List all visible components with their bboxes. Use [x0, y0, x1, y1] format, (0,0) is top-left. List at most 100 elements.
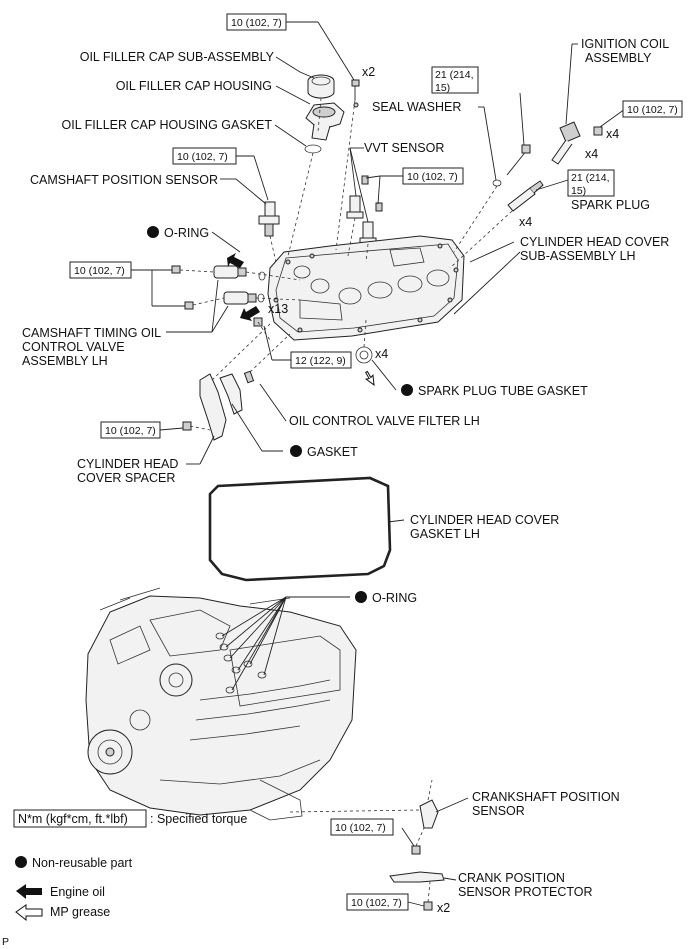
oil-filler-cap-drawing: [307, 74, 335, 99]
label-oil-filler-cap-housing: OIL FILLER CAP HOUSING: [116, 79, 272, 93]
non-reusable-dot-icon: [355, 591, 367, 603]
label-o-ring-lower: O-RING: [355, 591, 417, 605]
engine-block-drawing: [85, 587, 357, 821]
vvt-sensor-drawing: [346, 175, 383, 245]
svg-text:10 (102, 7): 10 (102, 7): [74, 265, 125, 277]
cylinder-head-cover-drawing: [267, 235, 465, 341]
label-oil-filler-cap-sub-assembly: OIL FILLER CAP SUB-ASSEMBLY: [80, 50, 275, 64]
torque-spec-oil-control-valve: 10 (102, 7): [69, 261, 132, 279]
torque-spec-camshaft-position-sensor: 10 (102, 7): [172, 147, 237, 165]
label-o-ring-upper: O-RING: [147, 226, 209, 240]
label-oil-control-valve-filter: OIL CONTROL VALVE FILTER LH: [289, 414, 480, 428]
torque-spec-ignition-coil: 10 (102, 7): [622, 100, 683, 118]
svg-text:IGNITION COIL: IGNITION COIL: [581, 37, 669, 51]
torque-spec-seal-washer-bolt: 21 (214, 15): [431, 66, 479, 94]
label-spark-plug-tube-gasket: SPARK PLUG TUBE GASKET: [401, 384, 588, 398]
label-spark-plug: SPARK PLUG: [571, 198, 650, 212]
svg-text:10 (102, 7): 10 (102, 7): [177, 151, 228, 163]
svg-text:ASSEMBLY: ASSEMBLY: [585, 51, 652, 65]
label-camshaft-position-sensor: CAMSHAFT POSITION SENSOR: [30, 173, 218, 187]
svg-text:N*m (kgf*cm, ft.*lbf): N*m (kgf*cm, ft.*lbf): [18, 812, 128, 826]
leader-lines: [131, 21, 626, 907]
spark-plug-drawing: [507, 180, 544, 212]
assembly-guide-lines: [179, 97, 513, 903]
svg-text:10 (102, 7): 10 (102, 7): [627, 104, 678, 116]
spark-plug-tube-gasket-drawing: [355, 346, 373, 364]
engine-oil-arrow-2: [240, 306, 260, 321]
svg-text:CYLINDER HEAD COVER: CYLINDER HEAD COVER: [520, 235, 669, 249]
engine-oil-arrow-icon: [16, 884, 42, 899]
label-crank-position-sensor-protector: CRANK POSITION SENSOR PROTECTOR: [458, 871, 593, 899]
svg-text:21 (214,: 21 (214,: [571, 172, 610, 184]
label-seal-washer: SEAL WASHER: [372, 100, 461, 114]
svg-text:SENSOR: SENSOR: [472, 804, 525, 818]
svg-text:SUB-ASSEMBLY LH: SUB-ASSEMBLY LH: [520, 249, 636, 263]
label-camshaft-timing-oil-control-valve: CAMSHAFT TIMING OIL CONTROL VALVE ASSEMB…: [22, 326, 161, 368]
oil-filler-cap-housing-drawing: [305, 102, 359, 141]
svg-text:MP grease: MP grease: [50, 905, 110, 919]
svg-text:CAMSHAFT TIMING OIL: CAMSHAFT TIMING OIL: [22, 326, 161, 340]
qty-cover-bolt: x13: [268, 302, 288, 316]
svg-text:O-RING: O-RING: [372, 591, 417, 605]
qty-top-bolt: x2: [362, 65, 375, 79]
svg-text:ASSEMBLY LH: ASSEMBLY LH: [22, 354, 108, 368]
label-oil-filler-cap-housing-gasket: OIL FILLER CAP HOUSING GASKET: [62, 118, 273, 132]
svg-text:15): 15): [571, 185, 586, 197]
svg-text:COVER SPACER: COVER SPACER: [77, 471, 175, 485]
cylinder-head-cover-spacer-drawing: [182, 370, 255, 441]
svg-text:10 (102, 7): 10 (102, 7): [105, 425, 156, 437]
svg-text:Non-reusable part: Non-reusable part: [32, 856, 133, 870]
label-ignition-coil-assembly: IGNITION COIL ASSEMBLY: [581, 37, 669, 65]
non-reusable-dot-icon: [290, 445, 302, 457]
svg-text:10 (102, 7): 10 (102, 7): [335, 822, 386, 834]
torque-spec-crankshaft-position-sensor: 10 (102, 7): [330, 818, 394, 836]
svg-text:SPARK PLUG TUBE GASKET: SPARK PLUG TUBE GASKET: [418, 384, 588, 398]
legend-mp-grease: MP grease: [15, 904, 110, 922]
legend-engine-oil: Engine oil: [16, 884, 105, 899]
torque-spec-cylinder-head-cover-spacer: 10 (102, 7): [100, 421, 161, 439]
svg-text:GASKET: GASKET: [307, 445, 358, 459]
label-cylinder-head-cover-spacer: CYLINDER HEAD COVER SPACER: [77, 457, 178, 485]
qty-tube-gasket: x4: [375, 347, 388, 361]
label-vvt-sensor: VVT SENSOR: [364, 141, 444, 155]
legend-torque: N*m (kgf*cm, ft.*lbf) : Specified torque: [13, 809, 247, 828]
svg-text:15): 15): [435, 82, 450, 94]
svg-text:GASKET LH: GASKET LH: [410, 527, 480, 541]
svg-text:CRANK POSITION: CRANK POSITION: [458, 871, 565, 885]
label-cylinder-head-cover-sub-assembly: CYLINDER HEAD COVER SUB-ASSEMBLY LH: [520, 235, 669, 263]
svg-text:21 (214,: 21 (214,: [435, 69, 474, 81]
seal-washer-drawing: [492, 144, 531, 187]
non-reusable-dot-icon: [147, 226, 159, 238]
qty-protector-bolt: x2: [437, 901, 450, 915]
ignition-coil-drawing: [551, 121, 603, 165]
crankshaft-position-sensor-drawing: [411, 799, 439, 855]
cylinder-head-cover-gasket-drawing: [208, 476, 392, 582]
label-cylinder-head-cover-gasket: CYLINDER HEAD COVER GASKET LH: [410, 513, 559, 541]
svg-text:Engine oil: Engine oil: [50, 885, 105, 899]
mp-grease-arrow: [364, 370, 375, 386]
svg-text:SENSOR PROTECTOR: SENSOR PROTECTOR: [458, 885, 593, 899]
bolt-top-drawing: [351, 79, 360, 100]
oil-filler-cap-housing-gasket-drawing: [304, 144, 322, 154]
engine-oil-arrow-1: [227, 253, 244, 268]
svg-text:CRANKSHAFT POSITION: CRANKSHAFT POSITION: [472, 790, 620, 804]
torque-spec-top: 10 (102, 7): [226, 13, 287, 31]
torque-spec-cylinder-head-cover: 12 (122, 9): [290, 351, 352, 369]
svg-text:: Specified torque: : Specified torque: [150, 812, 247, 826]
label-gasket: GASKET: [290, 445, 358, 459]
svg-text:10 (102, 7): 10 (102, 7): [407, 171, 458, 183]
torque-spec-crank-sensor-protector: 10 (102, 7): [346, 893, 409, 911]
label-crankshaft-position-sensor: CRANKSHAFT POSITION SENSOR: [472, 790, 620, 818]
svg-text:12 (122, 9): 12 (122, 9): [295, 355, 346, 367]
legend-non-reusable: Non-reusable part: [15, 856, 133, 870]
svg-text:10 (102, 7): 10 (102, 7): [351, 897, 402, 909]
camshaft-position-sensor-drawing: [258, 201, 280, 237]
non-reusable-dot-icon: [401, 384, 413, 396]
torque-spec-spark-plug: 21 (214, 15): [567, 169, 615, 197]
non-reusable-dot-icon: [15, 856, 27, 868]
qty-spark-plug: x4: [519, 215, 532, 229]
svg-text:O-RING: O-RING: [164, 226, 209, 240]
qty-ignition-coil: x4: [585, 147, 598, 161]
crank-position-sensor-protector-drawing: [389, 871, 445, 911]
